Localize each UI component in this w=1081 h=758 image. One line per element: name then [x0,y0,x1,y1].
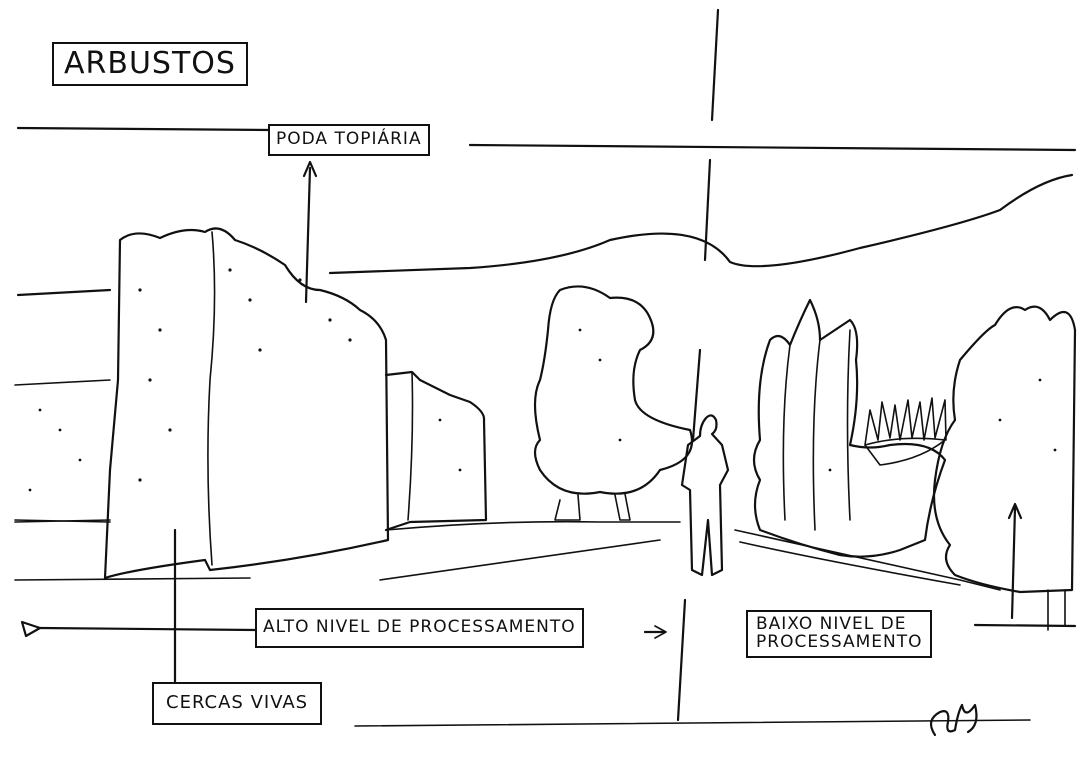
divider-line [676,8,720,722]
axis-arrow-right [654,625,667,639]
hedge-block-rear [384,370,488,532]
hedges-label: CERCAS VIVAS [152,682,323,725]
hedge-block-edge [207,231,216,566]
tall-tree [932,305,1077,594]
hedge-block-front [103,227,390,580]
low-processing-label-line2: PROCESSAMENTO [756,631,923,652]
artist-signature [929,703,978,737]
ground-line [14,519,1001,591]
low-processing-label: BAIXO NIVEL DE PROCESSAMENTO [746,610,933,658]
low-processing-leader [1010,506,1017,620]
stipple-texture [28,268,1057,492]
natural-shrub-cluster [752,298,947,558]
hedges-baseline [354,719,1031,727]
left-field-line [14,379,251,581]
person-figure [680,414,730,577]
processing-axis [38,623,1077,634]
high-processing-label: ALTO NIVEL DE PROCESSAMENTO [255,608,584,648]
topiary-leader [304,166,312,304]
axis-arrow-left [20,620,42,638]
hill-line [16,173,1074,297]
topiary-tree [533,285,694,495]
spiky-plant [864,397,947,446]
title-label: ARBUSTOS [52,42,248,86]
low-processing-label-line1: BAIXO NIVEL DE [756,614,907,634]
topiary-label: PODA TOPIÁRIA [268,124,430,156]
horizon-line [16,126,1077,152]
